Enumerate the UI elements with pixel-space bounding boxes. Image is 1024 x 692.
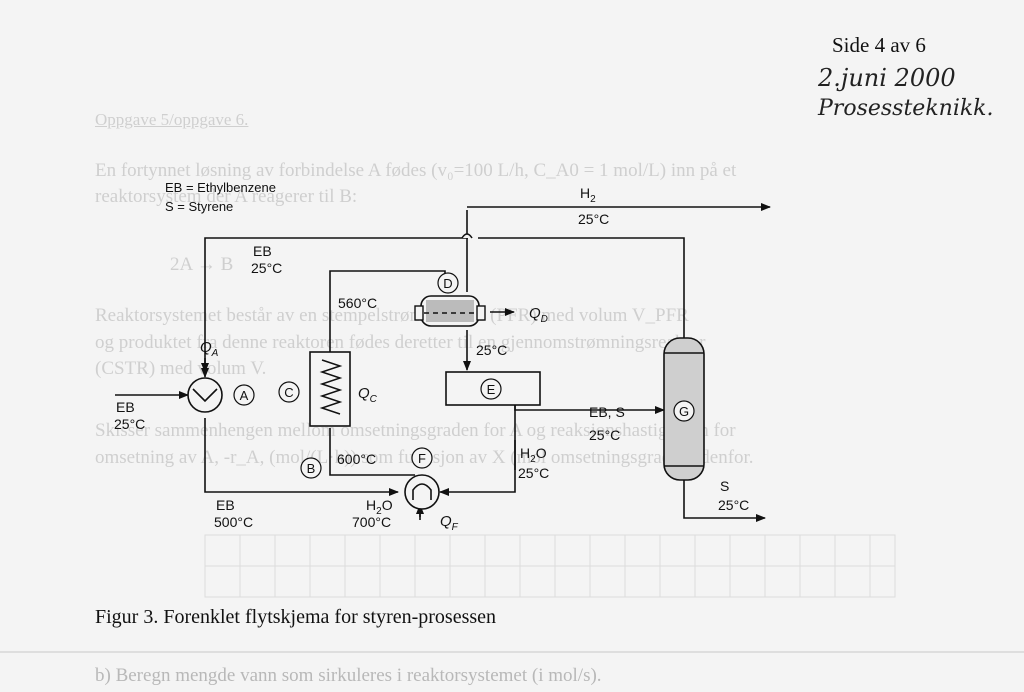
ghost-line: (CSTR) med volum V.	[95, 358, 267, 379]
legend-eb: EB = Ethylbenzene	[165, 180, 276, 195]
unit-a-label: A	[240, 388, 249, 403]
qa-label: QA	[200, 339, 219, 359]
feed-eb-temp: 25°C	[114, 416, 145, 432]
unit-d-label: D	[443, 276, 452, 291]
ghost-line: En fortynnet løsning av forbindelse A fø…	[95, 160, 737, 181]
ghost-line: Skisser sammenhengen mellom omsetningsgr…	[95, 420, 736, 441]
legend-s: S = Styrene	[165, 199, 233, 214]
s-product-temp: 25°C	[718, 497, 749, 513]
temp-600: 600°C	[337, 451, 376, 467]
temp-d-out: 25°C	[476, 342, 507, 358]
ghost-heading: Oppgave 5/oppgave 6.	[95, 110, 249, 129]
temp-560: 560°C	[338, 295, 377, 311]
qf-label: QF	[440, 513, 459, 533]
unit-c-label: C	[284, 385, 293, 400]
furnace-f	[404, 474, 440, 510]
water-temp: 25°C	[518, 465, 549, 481]
s-product-label: S	[720, 478, 729, 494]
steam-temp: 700°C	[352, 514, 391, 530]
ghost-line: og produktet fra denne reaktoren fødes d…	[95, 332, 706, 353]
heat-exchanger-a	[187, 377, 223, 413]
ghost-line: b) Beregn mengde vann som sirkuleres i r…	[95, 665, 602, 686]
unit-f-label: F	[418, 451, 426, 466]
ghost-line: 2A → B	[170, 254, 234, 275]
line-jump	[461, 233, 473, 239]
process-streams	[115, 203, 771, 522]
unit-labels	[233, 272, 695, 479]
qc-label: QC	[358, 385, 378, 405]
page-number: Side 4 av 6	[832, 33, 926, 57]
eb-recycle-label: EB	[253, 243, 272, 259]
feed-eb-label: EB	[116, 399, 135, 415]
heater-c	[309, 351, 351, 427]
steam-label: H2O	[366, 497, 393, 517]
ghost-line: reaktorsystem der A reagerer til B:	[95, 186, 358, 207]
eb-bottom-label: EB	[216, 497, 235, 513]
unit-b-label: B	[307, 461, 316, 476]
condenser-d	[414, 295, 486, 327]
h2-label: H2	[580, 185, 596, 205]
water-label: H2O	[520, 445, 547, 465]
ghost-line: Reaktorsystemet består av en stempelstrø…	[95, 305, 689, 326]
qd-label: QD	[529, 305, 548, 325]
figure-caption: Figur 3. Forenklet flytskjema for styren…	[95, 606, 497, 628]
eb-s-label: EB, S	[589, 404, 625, 420]
unit-e-label: E	[487, 382, 496, 397]
eb-s-temp: 25°C	[589, 427, 620, 443]
handwritten-subject: Prosessteknikk.	[818, 96, 994, 121]
h2-temp: 25°C	[578, 211, 609, 227]
background-grid	[204, 534, 896, 598]
eb-recycle-temp: 25°C	[251, 260, 282, 276]
eb-bottom-temp: 500°C	[214, 514, 253, 530]
unit-g-label: G	[679, 404, 689, 419]
handwritten-date: 2.juni 2000	[818, 64, 956, 92]
